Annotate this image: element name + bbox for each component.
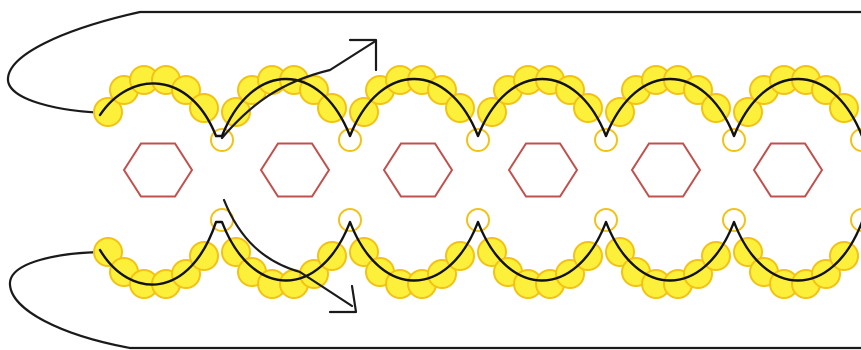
bead-layer bbox=[93, 65, 859, 299]
bead-lower bbox=[189, 241, 219, 271]
bead-upper bbox=[93, 97, 123, 127]
ring-bead-upper bbox=[850, 128, 861, 152]
ring-bead-lower bbox=[722, 208, 746, 232]
tube-outline-bottom bbox=[8, 250, 861, 350]
ring-bead-upper bbox=[466, 128, 490, 152]
ring-bead-lower bbox=[338, 208, 362, 232]
hexagon-cell bbox=[752, 142, 824, 198]
hexagon-cell bbox=[382, 142, 454, 198]
ring-bead-lower bbox=[594, 208, 618, 232]
ring-bead-upper bbox=[722, 128, 746, 152]
bead-lower bbox=[93, 237, 123, 267]
hexagon-cell bbox=[259, 142, 331, 198]
hexagon-cell bbox=[122, 142, 194, 198]
thread-top bbox=[98, 77, 861, 138]
hexagon-layer bbox=[122, 142, 824, 198]
bead-lower bbox=[171, 259, 201, 289]
ring-bead-lower bbox=[466, 208, 490, 232]
ring-bead-lower bbox=[850, 208, 861, 232]
arrow-up-right-icon bbox=[220, 38, 378, 140]
arrow-down-right-icon bbox=[222, 198, 358, 314]
thread-bottom bbox=[98, 220, 861, 286]
bead-upper bbox=[189, 93, 219, 123]
ring-bead-upper bbox=[594, 128, 618, 152]
hexagon-cell bbox=[630, 142, 702, 198]
bead-upper bbox=[171, 75, 201, 105]
tube-outline-top bbox=[6, 10, 861, 115]
ring-bead-layer bbox=[210, 128, 861, 232]
ring-bead-upper bbox=[338, 128, 362, 152]
hexagon-cell bbox=[507, 142, 579, 198]
